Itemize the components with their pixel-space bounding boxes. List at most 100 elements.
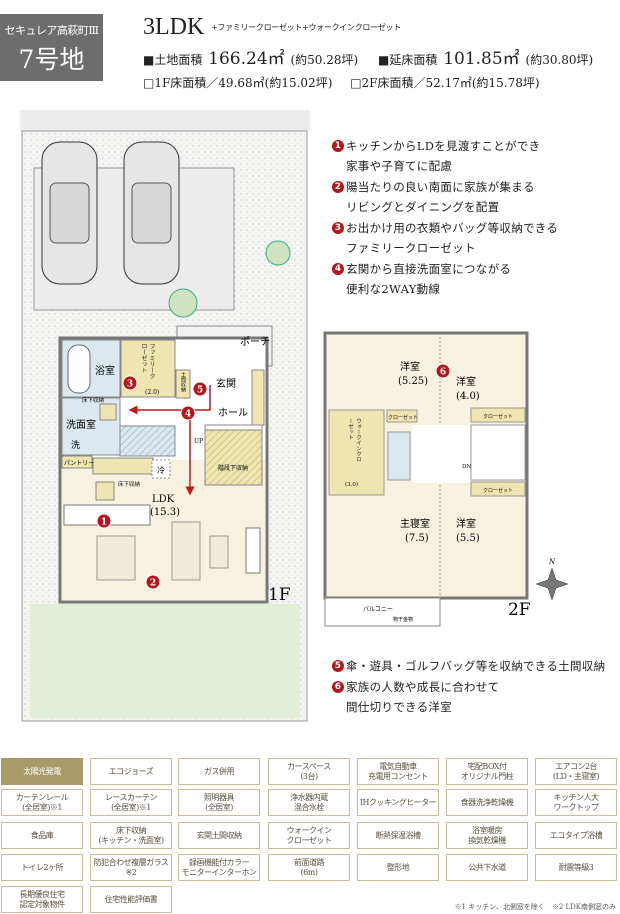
plan-type: 3LDK	[143, 14, 205, 40]
land-area-value: 166.24㎡	[208, 49, 285, 69]
point-text: お出かけ用の衣類やバッグ等収納できる	[346, 221, 559, 235]
plan-number-badge	[122, 375, 138, 391]
balcony-label: バルコニー	[363, 606, 393, 613]
feature-tag: カースペース (3台)	[268, 758, 350, 785]
feature-tag: 照明器具 (全居室)	[178, 789, 260, 816]
lot-badge: セキュレア高萩町Ⅲ 7号地	[0, 14, 103, 81]
doma-storage	[175, 369, 191, 399]
fridge-space	[151, 459, 171, 479]
area-floors: □1F床面積／49.68㎡(約15.02坪) □2F床面積／52.17㎡(約15…	[143, 73, 542, 93]
washer-label: 洗	[71, 439, 80, 451]
floor-1f-label: 1F	[268, 585, 291, 605]
room3-label: 洋室	[456, 517, 476, 530]
number-badge-icon: 4	[332, 263, 344, 275]
point-text: 陽当たりの良い南面に家族が集まる	[346, 180, 535, 194]
wic-label: ウォークインクローゼット	[347, 418, 361, 462]
room2-label: 洋室	[456, 375, 476, 388]
balcony	[324, 597, 441, 627]
under-stairs-label: 階段下収納	[218, 464, 248, 472]
master-size: (7.5)	[405, 533, 429, 544]
family-closet-size: (2.0)	[145, 389, 159, 396]
number-badge-icon: 3	[332, 222, 344, 234]
feature-tag: ガス併用	[178, 758, 260, 785]
shoe-storage	[251, 369, 265, 426]
feature-tag: 断熱保温浴槽	[357, 822, 439, 849]
feature-tag: 電気自動車 充電用コンセント	[357, 758, 439, 785]
feature-tag: エアコン2台 (LD・主寝室)	[535, 758, 617, 785]
walk-in-closet	[328, 409, 385, 496]
closet	[470, 481, 526, 497]
feature-tag: エコジョーズ	[90, 758, 172, 785]
area-main: ■土地面積 166.24㎡ (約50.28坪) ■延床面積 101.85㎡ (約…	[143, 49, 595, 69]
point-text: ファミリークローゼット	[346, 241, 476, 255]
entrance-label: 玄関	[216, 377, 236, 390]
plan-number-badge	[192, 381, 208, 397]
number-badge-icon: 6	[332, 681, 344, 693]
plan-number-label: 1	[101, 518, 107, 528]
feature-tag: 床下収納 (キッチン・洗面室)	[90, 822, 172, 849]
project-name: セキュレア高萩町Ⅲ	[4, 24, 99, 37]
kitchen-shelf	[92, 457, 154, 475]
plan-number-label: 4	[185, 410, 191, 420]
porch-label: ポーチ	[240, 336, 270, 348]
number-badge-icon: 5	[332, 660, 344, 672]
feature-grid: 太陽光発電エコジョーズガス併用カースペース (3台) 電気自動車 充電用コンセント…	[0, 758, 620, 914]
land-area-tsubo: (約50.28坪)	[290, 53, 359, 67]
feature-tag: 公共下水道	[446, 854, 528, 881]
plan-number-badge	[180, 405, 196, 421]
plan-number-badge	[145, 574, 161, 590]
car-icon	[41, 141, 98, 285]
underfloor-hatch	[95, 481, 115, 501]
feature-tag: 住宅性能評価書	[90, 886, 172, 913]
underfloor-label: 床下収納	[118, 480, 141, 488]
toilet	[119, 425, 176, 457]
feature-tag: 長期優良住宅 認定対象物件	[1, 886, 83, 913]
room2-size: (4.0)	[456, 391, 480, 402]
plan-number-label: 6	[440, 368, 446, 378]
feature-tag: 耐震等級3	[535, 854, 617, 881]
sofa-icon	[171, 521, 201, 581]
under-stairs-storage	[204, 429, 263, 486]
closet-label: クローゼット	[483, 487, 513, 494]
compass-icon: N	[535, 558, 569, 601]
point-text: 傘・遊具・ゴルフバッグ等を収納できる土間収納	[346, 659, 606, 673]
route-arrow	[128, 385, 211, 415]
feature-tag: 整形地	[357, 854, 439, 881]
hall-label: ホール	[218, 407, 248, 419]
feature-tag: 防犯合わせ複層ガラス ※2	[90, 854, 172, 881]
underfloor-hatch	[99, 403, 117, 421]
plan-number-label: 5	[197, 386, 203, 396]
feature-tag: 前面道路 (6m)	[268, 854, 350, 881]
plan-number-badge	[96, 513, 112, 529]
point-text: 家族の人数や成長に合わせて	[346, 680, 500, 694]
floor-area-value: 101.85㎡	[443, 49, 520, 69]
lot-number: 7号地	[18, 45, 85, 74]
tree-icon	[168, 288, 198, 318]
road	[20, 110, 310, 131]
feature-tag: 食器洗浄乾燥機	[446, 789, 528, 816]
point-text: 間仕切りできる洋室	[346, 700, 452, 714]
feature-tag: 録画機能付カラー モニターインターホン	[178, 854, 260, 881]
point-text: 家事や子育てに配慮	[346, 159, 453, 173]
garden	[30, 604, 300, 718]
closet-label: クローゼット	[483, 413, 513, 420]
drying-label: 物干金物	[393, 616, 413, 623]
underfloor-label: 床下収納	[82, 396, 105, 404]
plan-subtitle: +ファミリークローゼット+ウォークインクローゼット	[211, 23, 401, 32]
ldk-label: LDK	[152, 494, 175, 505]
room1-label: 洋室	[400, 360, 420, 373]
feature-tag: トイレ2ヶ所	[1, 854, 83, 881]
feature-tag: 太陽光発電	[1, 758, 83, 785]
ldk-size: (15.3)	[150, 507, 180, 518]
plan-1f: ポーチ 浴室 (2.0) 土間収納 玄関 ホール 床下収納 洗面室 洗 パントリ…	[58, 325, 291, 605]
family-closet-label: ファミリークローゼット	[140, 343, 155, 379]
plan-number-badge	[435, 363, 451, 379]
